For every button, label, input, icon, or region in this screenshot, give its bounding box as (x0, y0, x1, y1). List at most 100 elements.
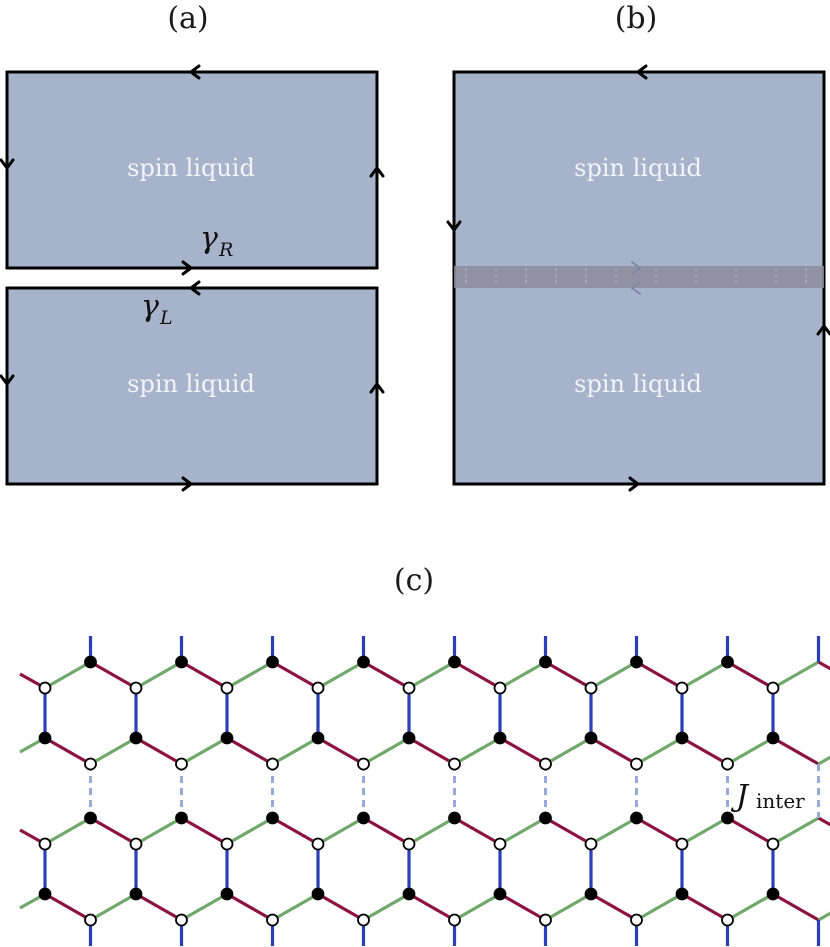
arrow-up-icon (369, 166, 385, 178)
x-bond (226, 816, 274, 846)
y-bond (772, 736, 820, 766)
y-bond (271, 660, 319, 690)
x-bond (499, 660, 547, 690)
panel-c: (c) J inter (19, 563, 830, 946)
y-bond (772, 892, 820, 922)
y-bond (635, 660, 683, 690)
j-inter-label: J inter (730, 779, 805, 814)
x-bond (453, 892, 501, 922)
filled-site (721, 811, 734, 825)
y-bond (408, 736, 456, 766)
x-bond (408, 816, 456, 846)
top-region-label: spin liquid (574, 154, 702, 182)
j-inter-subscript: inter (756, 789, 805, 813)
open-site (630, 757, 643, 771)
x-bond (89, 736, 137, 766)
filled-site (584, 731, 598, 745)
x-bond (499, 816, 547, 846)
filled-site (675, 887, 689, 901)
bottom-region-label: spin liquid (574, 370, 702, 398)
bottom-spin-liquid-region (5, 286, 379, 486)
y-bond (726, 816, 774, 846)
x-bond (681, 816, 729, 846)
filled-site (448, 655, 461, 669)
x-bond (317, 660, 365, 690)
x-bond (408, 660, 456, 690)
filled-site (539, 655, 552, 669)
y-bond (135, 892, 183, 922)
filled-site (311, 731, 325, 745)
open-site (721, 913, 734, 927)
y-bond (544, 660, 592, 690)
open-site (630, 913, 643, 927)
y-bond (180, 660, 228, 690)
y-bond (681, 892, 729, 922)
filled-site (675, 731, 689, 745)
open-site (402, 681, 416, 695)
gamma-r-subscript: R (218, 239, 233, 261)
y-bond (635, 816, 683, 846)
edge-current-arrows (446, 64, 830, 492)
x-bond (726, 736, 774, 766)
y-bond (226, 736, 274, 766)
filled-site (311, 887, 325, 901)
x-bond (362, 736, 410, 766)
x-bond (817, 911, 830, 922)
y-bond (362, 816, 410, 846)
arrow-left-icon (636, 64, 648, 80)
y-bond (817, 816, 830, 827)
open-site (175, 757, 188, 771)
open-site (766, 681, 780, 695)
y-bond (590, 736, 638, 766)
x-bond (180, 892, 228, 922)
panel-a-label: (a) (167, 1, 208, 36)
y-bond (681, 736, 729, 766)
x-bond (544, 736, 592, 766)
filled-site (357, 811, 370, 825)
arrow-left-icon (189, 64, 201, 80)
arrow-up-icon (369, 382, 385, 394)
y-bond (317, 892, 365, 922)
arrow-right-icon (181, 476, 193, 492)
open-site (448, 913, 461, 927)
open-site (220, 681, 234, 695)
open-site (675, 837, 689, 851)
j-inter-symbol: J (730, 779, 750, 814)
panel-b: (b) spin liquid spin liquid (446, 1, 830, 492)
gamma-l-symbol: γ (141, 289, 159, 324)
open-site (493, 681, 507, 695)
open-site (539, 913, 552, 927)
gamma-l-label: γ L (141, 289, 173, 329)
x-bond (135, 660, 183, 690)
y-bond (817, 660, 830, 671)
open-site (175, 913, 188, 927)
x-bond (180, 736, 228, 766)
y-bond (453, 660, 501, 690)
filled-site (766, 887, 780, 901)
panel-a: (a) spin liquid spin liquid γ R γ L (0, 1, 385, 492)
open-site (675, 681, 689, 695)
open-site (311, 837, 325, 851)
x-bond (317, 816, 365, 846)
open-site (38, 837, 52, 851)
filled-site (539, 811, 552, 825)
filled-site (493, 887, 507, 901)
x-bond (681, 660, 729, 690)
filled-site (584, 887, 598, 901)
x-bond (362, 892, 410, 922)
open-site (584, 837, 598, 851)
filled-site (175, 811, 188, 825)
x-bond (635, 892, 683, 922)
filled-site (220, 731, 234, 745)
y-bond (89, 816, 137, 846)
y-bond (453, 816, 501, 846)
filled-site (630, 655, 643, 669)
filled-site (493, 731, 507, 745)
filled-site (129, 731, 143, 745)
x-bond (726, 892, 774, 922)
x-bond (590, 816, 638, 846)
open-site (129, 681, 143, 695)
x-bond (271, 892, 319, 922)
y-bond (499, 892, 547, 922)
